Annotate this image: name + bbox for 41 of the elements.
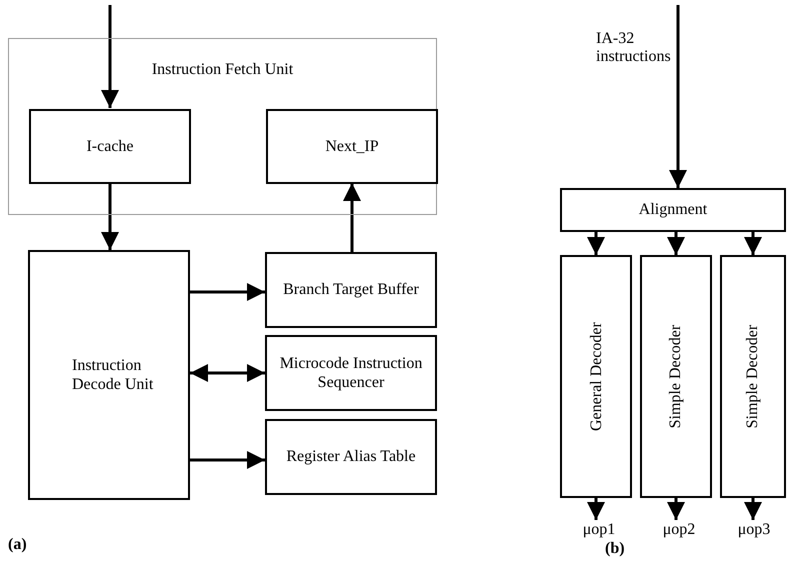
process-box xyxy=(265,252,437,328)
arrow xyxy=(101,5,119,108)
box-label: Register Alias Table xyxy=(286,447,416,467)
process-box xyxy=(560,188,786,232)
arrow xyxy=(190,283,265,301)
box-label: Branch Target Buffer xyxy=(283,280,419,300)
output-label: μop2 xyxy=(658,520,700,540)
process-box xyxy=(28,250,190,500)
process-box xyxy=(265,335,437,411)
arrow xyxy=(744,232,762,255)
decoder-box xyxy=(720,255,786,498)
output-label: μop3 xyxy=(733,520,775,540)
panel-label: (b) xyxy=(605,540,626,558)
arrow xyxy=(190,451,265,469)
box-label: Next_IP xyxy=(325,136,379,156)
arrow xyxy=(587,498,605,520)
arrow xyxy=(744,498,762,520)
arrow xyxy=(343,183,361,252)
box-label: General Decoder xyxy=(586,322,606,431)
output-label: μop1 xyxy=(578,520,620,540)
arrow xyxy=(101,183,119,250)
box-label: Instruction Decode Unit xyxy=(72,356,154,394)
arrow xyxy=(669,5,687,188)
panel-label: (a) xyxy=(8,536,28,554)
box-label: Simple Decoder xyxy=(743,324,762,428)
process-box xyxy=(29,109,191,184)
arrow xyxy=(667,498,685,520)
arrow xyxy=(190,364,265,382)
box-label: Alignment xyxy=(638,200,708,220)
unit-title: Instruction Fetch Unit xyxy=(150,61,294,79)
arrow xyxy=(667,232,685,255)
box-label: Microcode Instruction Sequencer xyxy=(278,354,424,392)
box-label: I-cache xyxy=(86,136,134,156)
box-label: Simple Decoder xyxy=(666,324,686,428)
arrow xyxy=(587,232,605,255)
decoder-box xyxy=(560,255,632,498)
decoder-box xyxy=(640,255,712,498)
process-box xyxy=(265,419,437,495)
unit-frame xyxy=(8,38,437,215)
input-label: IA-32 instructions xyxy=(596,30,672,67)
process-box xyxy=(266,109,438,184)
